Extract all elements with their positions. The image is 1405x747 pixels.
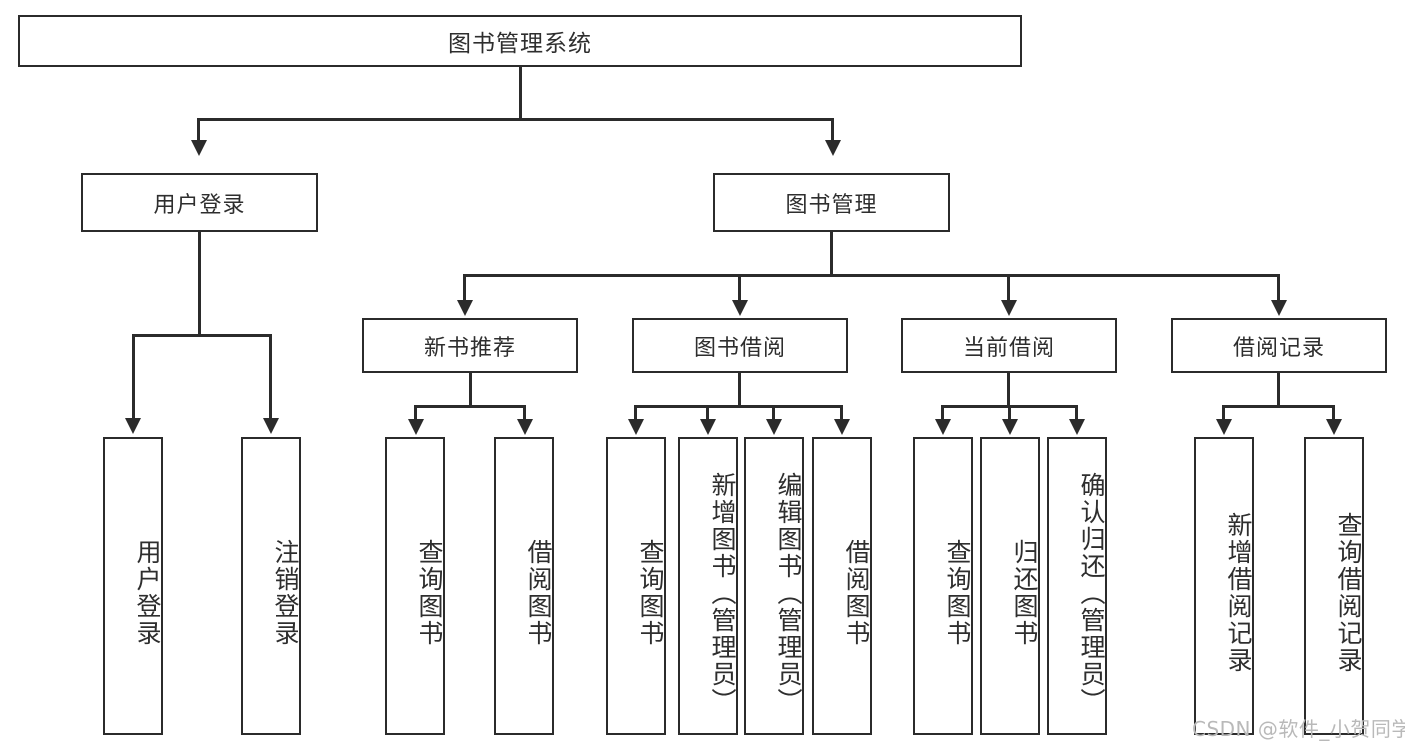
connector-drop-leaf (634, 405, 637, 421)
connector-drop-leaf (706, 405, 709, 421)
connector-user-login-stem (198, 232, 201, 335)
arrow-down-icon (766, 419, 782, 435)
leaf-add-borrow-record[interactable]: 新增借阅记录 (1194, 437, 1254, 735)
connector-root-bus (197, 118, 834, 121)
leaf-edit-book-admin[interactable]: 编辑图书（管理员） (744, 437, 804, 735)
node-label: 图书管理 (785, 192, 878, 218)
node-label: 确认归还（管理员） (1077, 471, 1106, 715)
connector-drop-leaf (414, 405, 417, 421)
node-label: 借阅图书 (524, 539, 553, 647)
connector-book-borrow-bus (634, 405, 843, 408)
node-book-management[interactable]: 图书管理 (713, 173, 950, 232)
node-label: 新增借阅记录 (1224, 512, 1253, 674)
node-label: 借阅图书 (842, 539, 871, 647)
connector-drop-user-login (197, 118, 200, 142)
node-label: 编辑图书（管理员） (774, 471, 803, 715)
connector-new-book-bus (414, 405, 526, 408)
node-label: 注销登录 (271, 539, 300, 647)
arrow-down-icon (408, 419, 424, 435)
connector-drop-current-borrow (1007, 274, 1010, 302)
arrow-down-icon (457, 300, 473, 316)
node-label: 用户登录 (133, 539, 162, 647)
node-new-book-recommend[interactable]: 新书推荐 (362, 318, 578, 373)
node-label: 查询图书 (415, 539, 444, 647)
leaf-confirm-return-admin[interactable]: 确认归还（管理员） (1047, 437, 1107, 735)
arrow-down-icon (191, 140, 207, 156)
arrow-down-icon (732, 300, 748, 316)
leaf-query-book-current[interactable]: 查询图书 (913, 437, 973, 735)
leaf-query-borrow-record[interactable]: 查询借阅记录 (1304, 437, 1364, 735)
connector-drop-new-book (463, 274, 466, 302)
connector-drop-leaf (523, 405, 526, 421)
connector-drop-leaf (1075, 405, 1078, 421)
connector-drop-leaf (840, 405, 843, 421)
connector-drop-leaf (772, 405, 775, 421)
connector-borrow-records-bus (1222, 405, 1335, 408)
connector-current-borrow-stem (1007, 373, 1010, 407)
connector-drop-leaf (1008, 405, 1011, 421)
node-label: 当前借阅 (962, 335, 1055, 361)
arrow-down-icon (834, 419, 850, 435)
connector-drop-book-borrow (738, 274, 741, 302)
node-label: 借阅记录 (1232, 335, 1325, 361)
leaf-add-book-admin[interactable]: 新增图书（管理员） (678, 437, 738, 735)
arrow-down-icon (1216, 419, 1232, 435)
node-label: 新增图书（管理员） (708, 471, 737, 715)
leaf-logout[interactable]: 注销登录 (241, 437, 301, 735)
arrow-down-icon (125, 418, 141, 434)
arrow-down-icon (263, 418, 279, 434)
connector-book-mgmt-bus (463, 274, 1280, 277)
leaf-return-book[interactable]: 归还图书 (980, 437, 1040, 735)
arrow-down-icon (1001, 300, 1017, 316)
leaf-query-book-recommend[interactable]: 查询图书 (385, 437, 445, 735)
leaf-borrow-book[interactable]: 借阅图书 (812, 437, 872, 735)
node-label: 用户登录 (153, 192, 246, 218)
leaf-user-login[interactable]: 用户登录 (103, 437, 163, 735)
connector-drop-leaf (132, 334, 135, 420)
node-label: 图书借阅 (693, 335, 786, 361)
arrow-down-icon (825, 140, 841, 156)
connector-drop-leaf (1222, 405, 1225, 421)
arrow-down-icon (700, 419, 716, 435)
node-label: 图书管理系统 (448, 31, 592, 57)
arrow-down-icon (517, 419, 533, 435)
connector-book-mgmt-stem (830, 232, 833, 276)
node-label: 新书推荐 (423, 335, 516, 361)
connector-drop-leaf (1332, 405, 1335, 421)
node-current-borrow[interactable]: 当前借阅 (901, 318, 1117, 373)
arrow-down-icon (935, 419, 951, 435)
leaf-borrow-book-recommend[interactable]: 借阅图书 (494, 437, 554, 735)
node-book-borrow[interactable]: 图书借阅 (632, 318, 848, 373)
node-label: 查询图书 (943, 539, 972, 647)
connector-drop-leaf (941, 405, 944, 421)
connector-user-login-bus (132, 334, 269, 337)
arrow-down-icon (628, 419, 644, 435)
connector-drop-borrow-records (1277, 274, 1280, 302)
leaf-query-book-borrow[interactable]: 查询图书 (606, 437, 666, 735)
node-borrow-records[interactable]: 借阅记录 (1171, 318, 1387, 373)
connector-drop-book-mgmt (831, 118, 834, 142)
node-root-system[interactable]: 图书管理系统 (18, 15, 1022, 67)
arrow-down-icon (1271, 300, 1287, 316)
connector-drop-leaf (269, 334, 272, 420)
arrow-down-icon (1326, 419, 1342, 435)
node-label: 归还图书 (1010, 539, 1039, 647)
arrow-down-icon (1069, 419, 1085, 435)
arrow-down-icon (1002, 419, 1018, 435)
node-user-login[interactable]: 用户登录 (81, 173, 318, 232)
connector-borrow-records-stem (1277, 373, 1280, 407)
connector-new-book-stem (469, 373, 472, 407)
watermark-text: CSDN @软件_小贺同学 (1192, 717, 1405, 741)
connector-book-borrow-stem (738, 373, 741, 407)
node-label: 查询借阅记录 (1334, 512, 1363, 674)
node-label: 查询图书 (636, 539, 665, 647)
connector-root-stem (519, 67, 522, 119)
